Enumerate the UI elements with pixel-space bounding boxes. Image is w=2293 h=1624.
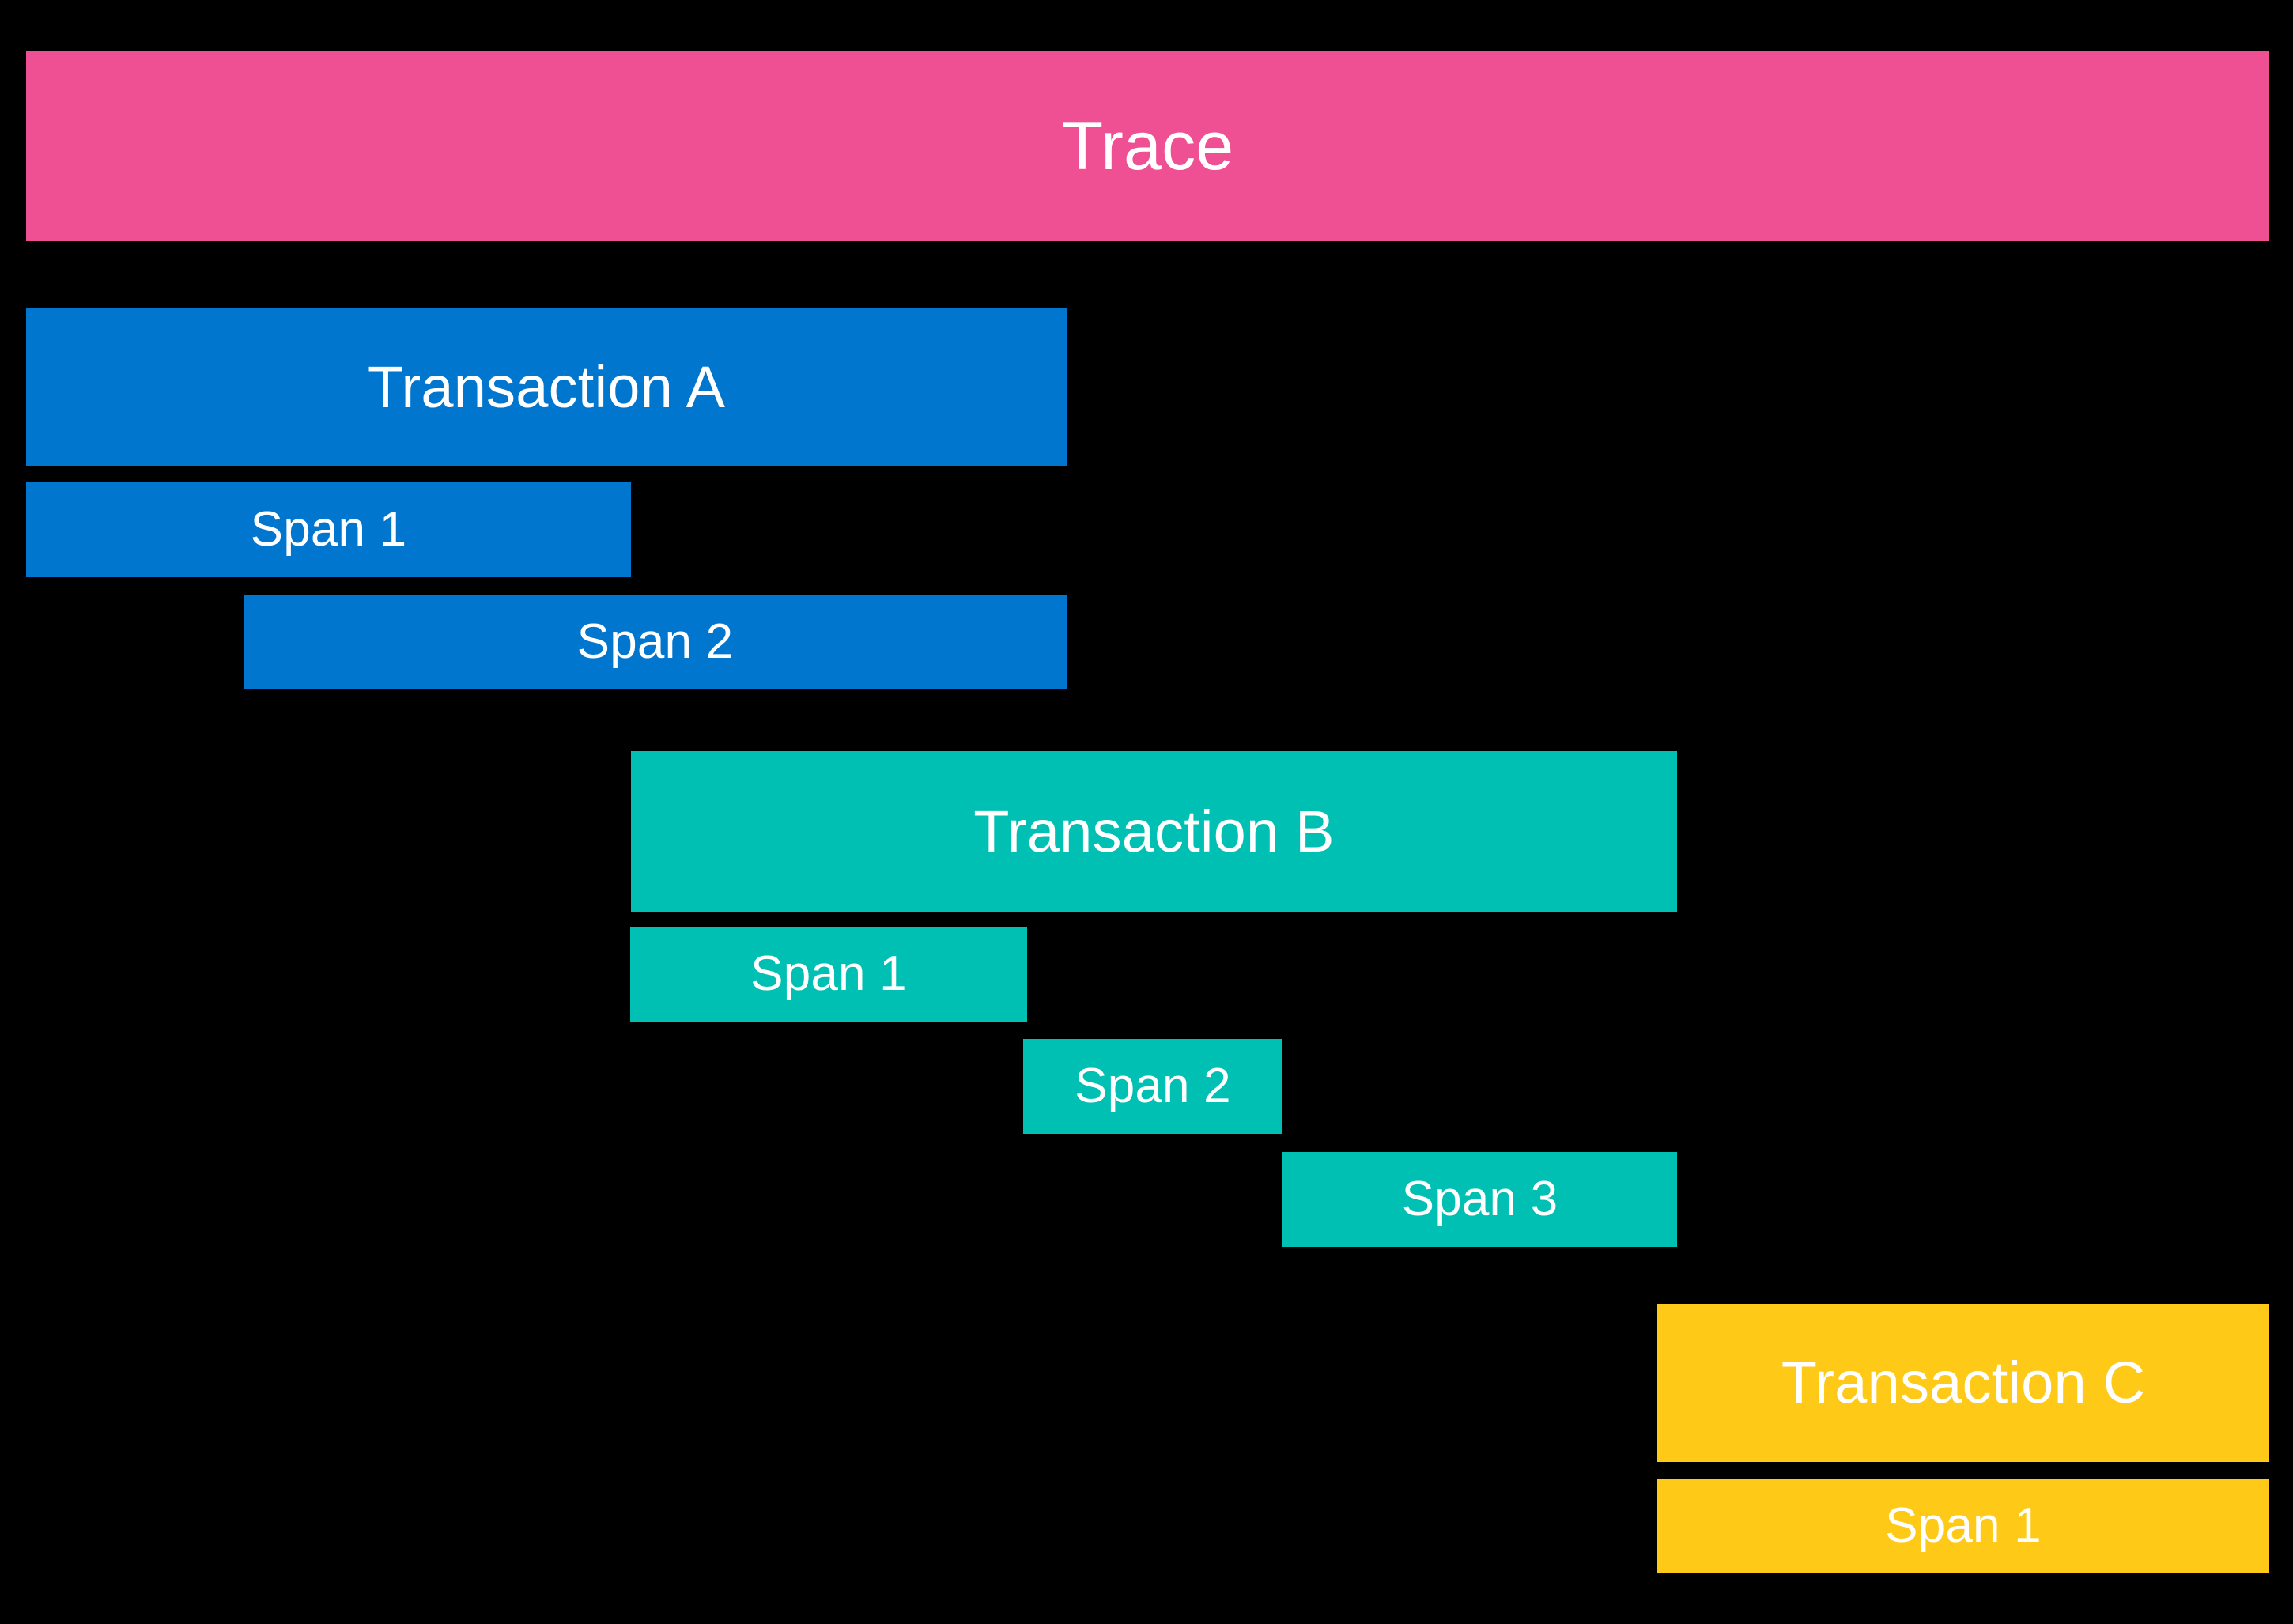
transaction-a-label: Transaction A bbox=[367, 354, 726, 420]
transaction-b-label: Transaction B bbox=[973, 798, 1335, 864]
transaction-a-span-1-bar[interactable]: Span 1 bbox=[26, 482, 631, 577]
transaction-b-span-3-bar[interactable]: Span 3 bbox=[1282, 1152, 1677, 1247]
transaction-b-span-1-label: Span 1 bbox=[750, 946, 907, 1001]
transaction-c-bar[interactable]: Transaction C bbox=[1657, 1304, 2269, 1462]
transaction-c-label: Transaction C bbox=[1781, 1350, 2146, 1415]
transaction-b-bar[interactable]: Transaction B bbox=[631, 751, 1677, 912]
transaction-c-span-1-label: Span 1 bbox=[1885, 1498, 2042, 1553]
transaction-a-span-1-label: Span 1 bbox=[250, 502, 407, 557]
transaction-c-span-1-bar[interactable]: Span 1 bbox=[1657, 1479, 2269, 1573]
transaction-a-span-2-bar[interactable]: Span 2 bbox=[244, 595, 1067, 689]
transaction-b-span-3-label: Span 3 bbox=[1401, 1172, 1558, 1226]
transaction-a-span-2-label: Span 2 bbox=[576, 614, 734, 669]
transaction-b-span-2-bar[interactable]: Span 2 bbox=[1023, 1039, 1282, 1134]
trace-bar-label: Trace bbox=[1061, 108, 1234, 184]
transaction-a-bar[interactable]: Transaction A bbox=[26, 308, 1067, 466]
transaction-b-span-2-label: Span 2 bbox=[1075, 1059, 1231, 1113]
transaction-b-span-1-bar[interactable]: Span 1 bbox=[630, 927, 1027, 1022]
trace-bar[interactable]: Trace bbox=[26, 51, 2269, 241]
